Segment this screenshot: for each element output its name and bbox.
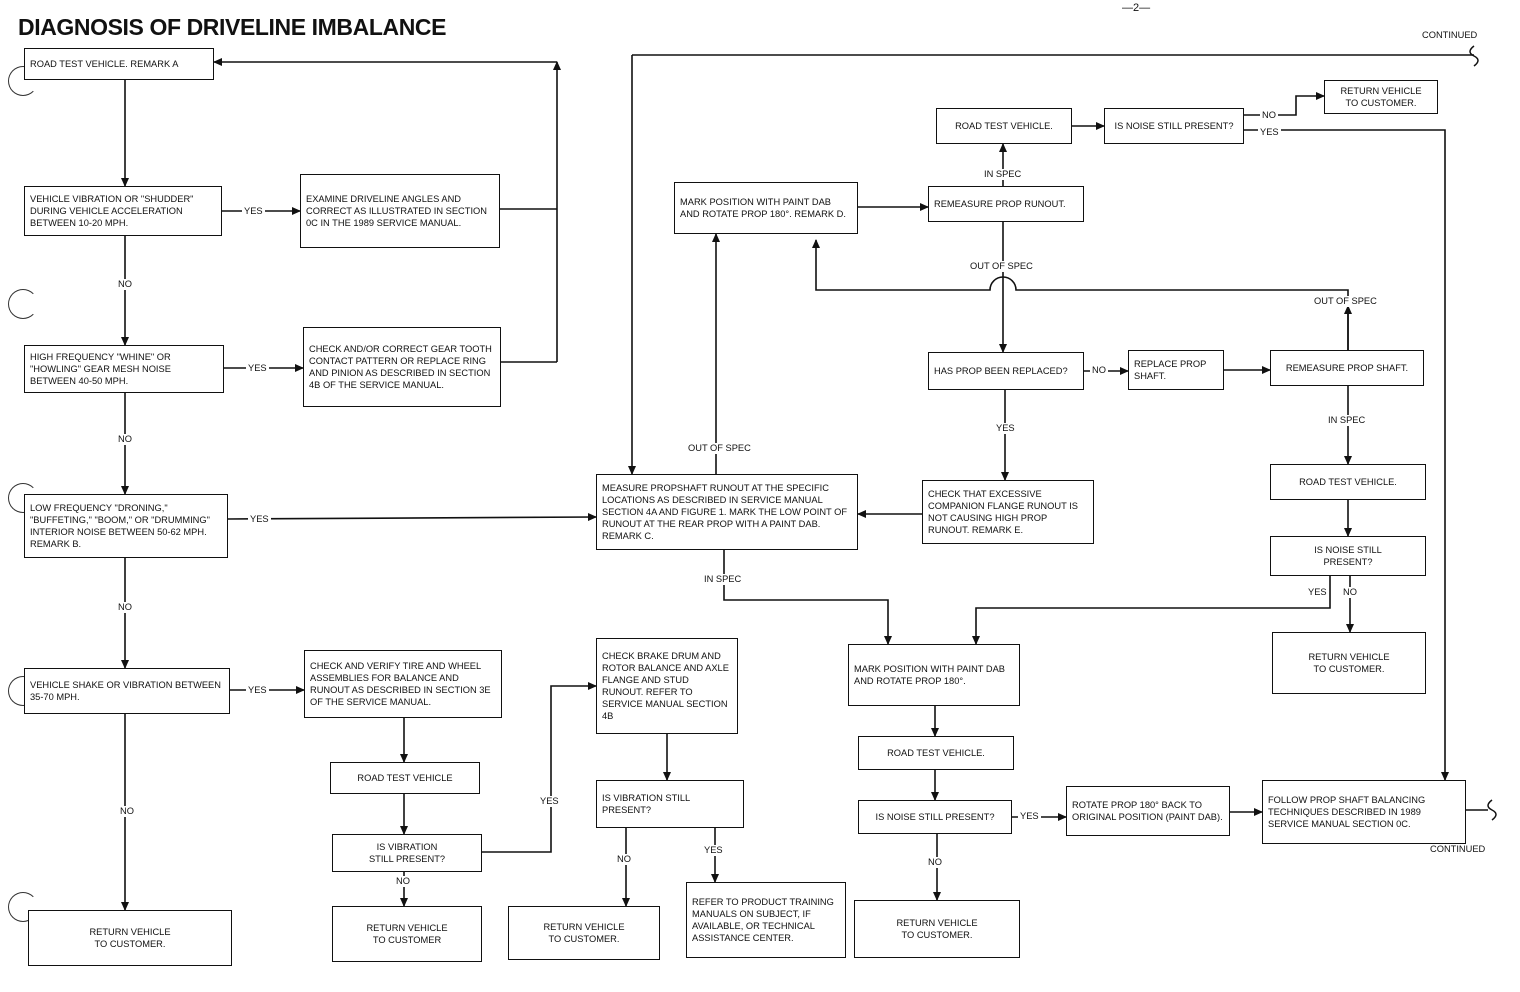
- label-no: NO: [116, 279, 134, 290]
- box-vibration-shudder: VEHICLE VIBRATION OR "SHUDDER" DURING VE…: [24, 186, 222, 236]
- box-check-tires: CHECK AND VERIFY TIRE AND WHEEL ASSEMBLI…: [304, 650, 502, 718]
- label-yes: YES: [242, 206, 265, 217]
- label-no: NO: [118, 806, 136, 817]
- box-road-test-top: ROAD TEST VEHICLE.: [936, 108, 1072, 144]
- label-in-spec: IN SPEC: [702, 574, 744, 585]
- box-mark-position-top: MARK POSITION WITH PAINT DAB AND ROTATE …: [674, 182, 858, 234]
- box-return-3: RETURN VEHICLE TO CUSTOMER.: [508, 906, 660, 960]
- label-no: NO: [926, 857, 944, 868]
- label-out-of-spec: OUT OF SPEC: [968, 261, 1035, 272]
- continuation-mark-icon: [1487, 799, 1497, 821]
- box-replace-prop-shaft: REPLACE PROP SHAFT.: [1128, 350, 1224, 390]
- label-yes: YES: [1306, 587, 1329, 598]
- box-has-prop-replaced: HAS PROP BEEN REPLACED?: [928, 352, 1084, 390]
- box-road-test-right: ROAD TEST VEHICLE.: [1270, 464, 1426, 500]
- box-road-test-a: ROAD TEST VEHICLE. REMARK A: [24, 48, 214, 80]
- box-is-noise-top: IS NOISE STILL PRESENT?: [1104, 108, 1244, 144]
- label-yes: YES: [1018, 811, 1041, 822]
- label-yes: YES: [994, 423, 1017, 434]
- box-follow-balancing: FOLLOW PROP SHAFT BALANCING TECHNIQUES D…: [1262, 780, 1466, 844]
- box-check-companion-flange: CHECK THAT EXCESSIVE COMPANION FLANGE RU…: [922, 480, 1094, 544]
- label-yes: YES: [246, 685, 269, 696]
- binder-hole-icon: [8, 289, 38, 319]
- box-refer-training: REFER TO PRODUCT TRAINING MANUALS ON SUB…: [686, 882, 846, 958]
- binder-hole-icon: [8, 892, 38, 922]
- page-title: DIAGNOSIS OF DRIVELINE IMBALANCE: [18, 14, 447, 40]
- continuation-mark-icon: [1469, 45, 1479, 67]
- label-in-spec: IN SPEC: [982, 169, 1024, 180]
- connector-arrow: [227, 513, 597, 522]
- box-check-gear-tooth: CHECK AND/OR CORRECT GEAR TOOTH CONTACT …: [303, 327, 501, 407]
- label-no: NO: [1260, 110, 1278, 121]
- box-low-frequency-droning: LOW FREQUENCY "DRONING," "BUFFETING," "B…: [24, 494, 228, 558]
- label-no: NO: [116, 602, 134, 613]
- label-yes: YES: [246, 363, 269, 374]
- box-return-2: RETURN VEHICLE TO CUSTOMER: [332, 906, 482, 962]
- label-no: NO: [116, 434, 134, 445]
- box-high-frequency-whine: HIGH FREQUENCY "WHINE" OR "HOWLING" GEAR…: [24, 345, 224, 393]
- box-remeasure-prop-runout: REMEASURE PROP RUNOUT.: [928, 186, 1084, 222]
- connector-arrow: [1244, 129, 1449, 781]
- box-is-noise-mid: IS NOISE STILL PRESENT?: [858, 800, 1012, 834]
- box-measure-propshaft-runout: MEASURE PROPSHAFT RUNOUT AT THE SPECIFIC…: [596, 474, 858, 550]
- box-is-vibration: IS VIBRATION STILL PRESENT?: [332, 834, 482, 872]
- box-is-noise-right: IS NOISE STILL PRESENT?: [1270, 536, 1426, 576]
- box-check-brake: CHECK BRAKE DRUM AND ROTOR BALANCE AND A…: [596, 638, 738, 734]
- box-return-left: RETURN VEHICLE TO CUSTOMER.: [28, 910, 232, 966]
- label-out-of-spec: OUT OF SPEC: [1312, 296, 1379, 307]
- box-is-vibration-2: IS VIBRATION STILL PRESENT?: [596, 780, 744, 828]
- label-yes: YES: [702, 845, 725, 856]
- label-out-of-spec: OUT OF SPEC: [686, 443, 753, 454]
- connector-arrow: [723, 550, 892, 645]
- box-road-test-mid: ROAD TEST VEHICLE.: [858, 736, 1014, 770]
- connector-arrow: [1244, 92, 1325, 116]
- connector-arrow: [812, 239, 1349, 350]
- box-vehicle-shake: VEHICLE SHAKE OR VIBRATION BETWEEN 35-70…: [24, 668, 230, 714]
- label-in-spec: IN SPEC: [1326, 415, 1368, 426]
- label-no: NO: [1341, 587, 1359, 598]
- label-yes: YES: [1258, 127, 1281, 138]
- box-return-right: RETURN VEHICLE TO CUSTOMER.: [1272, 632, 1426, 694]
- label-yes: YES: [248, 514, 271, 525]
- connector-arrow: [972, 576, 1331, 645]
- connector-arrow: [482, 682, 597, 853]
- label-no: NO: [615, 854, 633, 865]
- page-number: —2—: [1122, 2, 1151, 14]
- label-continued-top: CONTINUED: [1420, 30, 1480, 41]
- box-return-mid: RETURN VEHICLE TO CUSTOMER.: [854, 900, 1020, 958]
- box-return-top: RETURN VEHICLE TO CUSTOMER.: [1324, 80, 1438, 114]
- label-no: NO: [1090, 365, 1108, 376]
- label-continued-bottom: CONTINUED: [1428, 844, 1488, 855]
- box-remeasure-prop-shaft: REMEASURE PROP SHAFT.: [1270, 350, 1424, 386]
- box-examine-driveline-angles: EXAMINE DRIVELINE ANGLES AND CORRECT AS …: [300, 174, 500, 248]
- box-mark-position-mid: MARK POSITION WITH PAINT DAB AND ROTATE …: [848, 644, 1020, 706]
- label-yes: YES: [538, 796, 561, 807]
- box-rotate-prop-back: ROTATE PROP 180° BACK TO ORIGINAL POSITI…: [1066, 786, 1230, 836]
- box-road-test-2: ROAD TEST VEHICLE: [330, 762, 480, 794]
- label-no: NO: [394, 876, 412, 887]
